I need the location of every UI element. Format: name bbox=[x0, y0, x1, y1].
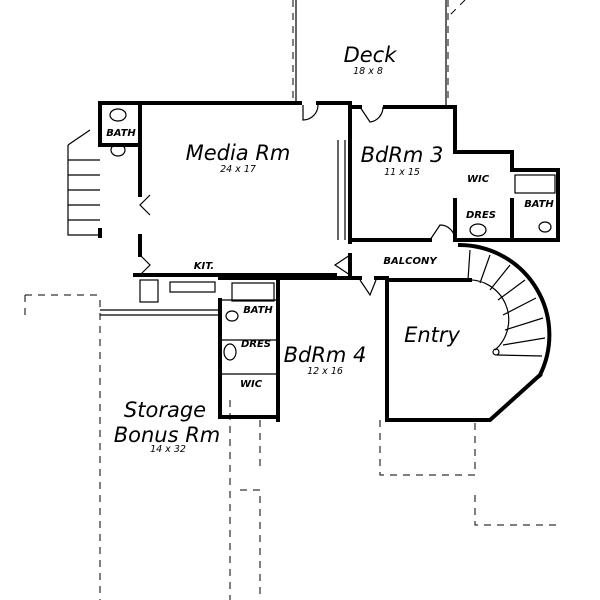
media-room-label: Media Rm bbox=[186, 141, 291, 165]
dres-4-label: DRES bbox=[241, 339, 271, 350]
walls bbox=[98, 101, 560, 422]
bath-3-label: BATH bbox=[524, 199, 554, 210]
dres-3-label: DRES bbox=[466, 210, 496, 221]
bath-left-label: BATH bbox=[106, 128, 136, 139]
fixtures bbox=[109, 108, 556, 361]
entry-label: Entry bbox=[404, 323, 460, 347]
bdrm4-size: 12 x 16 bbox=[307, 366, 343, 377]
deck-size: 18 x 8 bbox=[353, 66, 383, 77]
bonus-room-label: Bonus Rm bbox=[114, 423, 221, 447]
curved-stair bbox=[457, 242, 552, 378]
bath-4-label: BATH bbox=[243, 305, 273, 316]
door-swings bbox=[139, 104, 456, 297]
storage-size: 14 x 32 bbox=[150, 444, 186, 455]
media-room-size: 24 x 17 bbox=[220, 164, 256, 175]
wic-4-label: WIC bbox=[240, 379, 263, 390]
wic-3-label: WIC bbox=[467, 174, 490, 185]
deck bbox=[295, 0, 447, 105]
dashed-outlines bbox=[24, 0, 560, 600]
stairs-left bbox=[67, 129, 100, 236]
bdrm3-size: 11 x 15 bbox=[384, 167, 420, 178]
bdrm3-label: BdRm 3 bbox=[361, 143, 444, 167]
bdrm4-label: BdRm 4 bbox=[284, 343, 367, 367]
storage-label: Storage bbox=[124, 398, 206, 422]
balcony-label: BALCONY bbox=[383, 256, 438, 267]
deck-label: Deck bbox=[344, 43, 398, 67]
kit-label: KIT. bbox=[194, 261, 214, 272]
